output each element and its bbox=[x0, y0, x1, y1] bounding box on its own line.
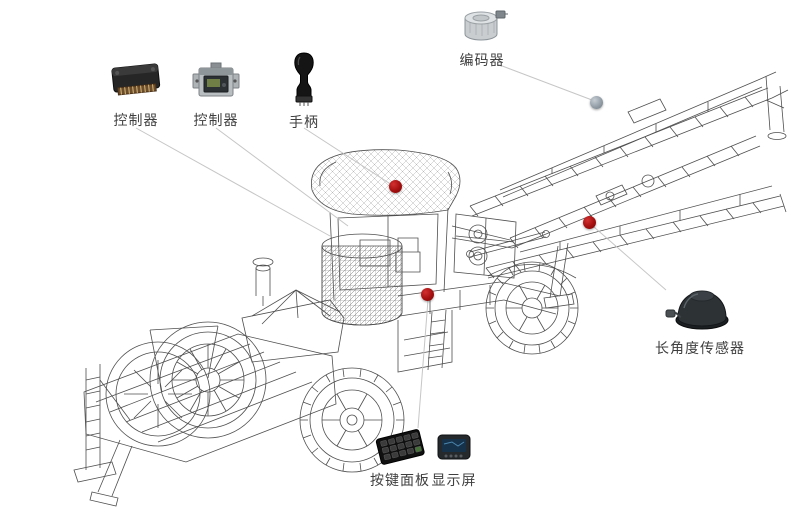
component-controller-1: 控制器 bbox=[104, 54, 168, 130]
component-keypad: 按键面板 bbox=[366, 426, 434, 490]
keypad-icon bbox=[375, 429, 425, 465]
label-angle-sensor: 长角度传感器 bbox=[655, 340, 745, 356]
leader-line-encoder bbox=[496, 63, 593, 101]
controller-box-icon bbox=[192, 62, 240, 97]
component-joystick: 手柄 bbox=[282, 50, 326, 132]
label-encoder: 编码器 bbox=[459, 52, 505, 68]
label-joystick: 手柄 bbox=[289, 114, 319, 130]
marker-encoder-gray-dot[interactable] bbox=[590, 96, 603, 109]
marker-chassis-red-dot[interactable] bbox=[421, 288, 434, 301]
component-controller-2: 控制器 bbox=[186, 58, 246, 130]
component-display: 显示屏 bbox=[426, 430, 482, 490]
leader-line-controller-2 bbox=[215, 127, 349, 227]
label-controller-2: 控制器 bbox=[193, 112, 239, 128]
vehicle-body bbox=[73, 71, 789, 507]
angle-sensor-icon bbox=[665, 290, 729, 330]
label-keypad: 按键面板 bbox=[370, 472, 430, 488]
joystick-icon bbox=[294, 52, 314, 106]
leader-lines bbox=[135, 63, 667, 429]
label-display: 显示屏 bbox=[431, 472, 477, 488]
label-controller-1: 控制器 bbox=[113, 112, 159, 128]
leader-line-angle-sensor bbox=[593, 226, 667, 291]
component-encoder: 编码器 bbox=[448, 4, 516, 70]
marker-boom-red-dot[interactable] bbox=[583, 216, 596, 229]
encoder-icon bbox=[464, 10, 508, 41]
leader-line-keypad bbox=[417, 299, 429, 429]
leader-line-joystick bbox=[303, 127, 393, 186]
leader-line-controller-1 bbox=[135, 127, 331, 237]
component-angle-sensor: 长角度传感器 bbox=[650, 276, 750, 358]
display-screen-icon bbox=[437, 434, 471, 460]
controller-module-icon bbox=[111, 63, 161, 96]
marker-cab-red-dot[interactable] bbox=[389, 180, 402, 193]
